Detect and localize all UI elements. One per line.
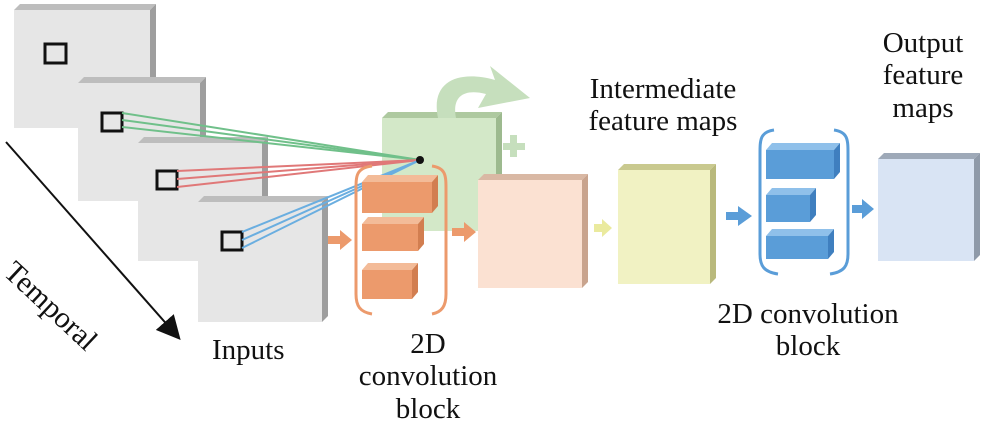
input-frame-4 [198, 196, 328, 322]
output-label-line-2: feature [882, 59, 964, 92]
flow-arrow-to-peach-map [452, 222, 476, 242]
plus-icon [503, 135, 525, 157]
convergence-point [416, 156, 424, 164]
left-block-label-line-1: 2D [410, 328, 446, 360]
right-block-label-line-1: 2D convolution [717, 298, 899, 330]
temporal-arrow [5, 141, 181, 340]
flow-arrow-to-yellow-map [594, 219, 612, 237]
intermediate-label: Intermediate feature maps [558, 73, 768, 138]
kernel-window [100, 111, 124, 133]
flow-arrow-to-output-map [852, 199, 874, 219]
bracket-left [354, 164, 373, 316]
bracket-right [829, 128, 850, 276]
output-label-line-3: maps [892, 91, 954, 124]
yellow-feature-map [618, 164, 716, 284]
bracket-left [758, 128, 779, 276]
inputs-label: Inputs [212, 334, 285, 366]
left-block-label: 2D convolution block [343, 328, 513, 425]
left-block-label-line-3: block [395, 392, 461, 425]
output-label: Output feature maps [858, 27, 988, 124]
right-block-label: 2D convolution block [688, 298, 928, 363]
right-block-label-line-2: block [775, 330, 841, 363]
orange-block-2 [362, 217, 424, 251]
blue-block-3 [766, 229, 834, 259]
intermediate-label-line-1: Intermediate [589, 73, 737, 105]
output-feature-map [878, 153, 980, 261]
right-conv-block [758, 128, 850, 276]
kernel-connection-lines [121, 112, 421, 249]
peach-feature-map [478, 174, 588, 288]
left-block-label-line-2: convolution [358, 360, 498, 393]
orange-block-1 [362, 175, 438, 213]
flow-arrow-into-left-block [328, 230, 352, 250]
kernel-window [155, 169, 179, 191]
bracket-right [431, 164, 448, 316]
blue-block-1 [766, 143, 840, 179]
blue-block-2 [766, 188, 816, 222]
output-label-line-1: Output [882, 27, 964, 59]
kernel-window [220, 230, 244, 252]
kernel-window [43, 42, 68, 65]
inputs-label-text: Inputs [212, 334, 285, 366]
intermediate-label-line-2: feature maps [588, 105, 738, 138]
flow-arrow-into-right-block [726, 206, 752, 226]
orange-block-3 [362, 263, 418, 299]
curved-skip-arrow [436, 66, 530, 118]
left-conv-block [354, 164, 448, 316]
